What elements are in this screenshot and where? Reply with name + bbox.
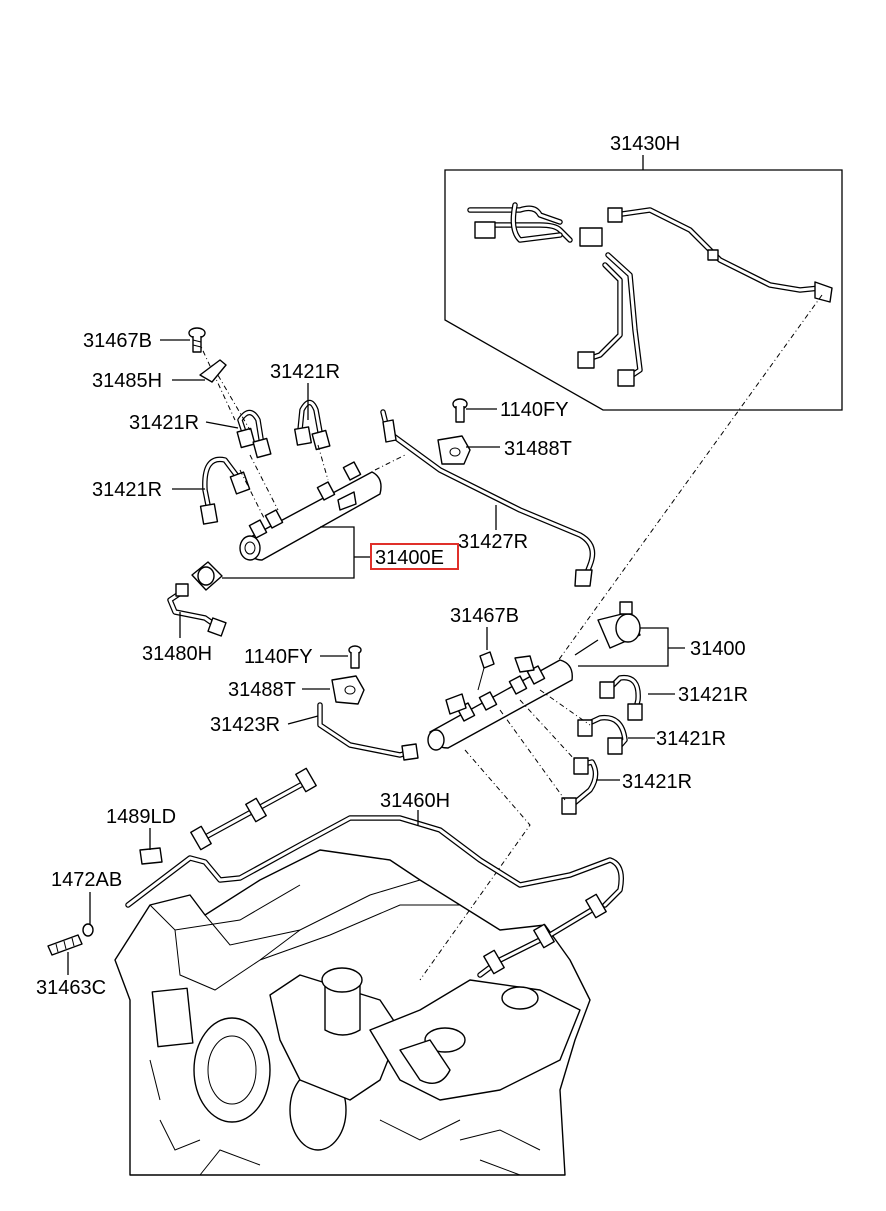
label-31430H: 31430H [610, 133, 680, 155]
injector-pipe-upper-b [236, 409, 272, 459]
label-31463C: 31463C [36, 977, 106, 999]
label-31427R: 31427R [458, 531, 528, 553]
engine-block [114, 849, 591, 1176]
label-31467B-mid: 31467B [450, 605, 519, 627]
clip-31485H [199, 359, 227, 383]
label-1472AB: 1472AB [51, 869, 122, 891]
label-31467B-top: 31467B [83, 330, 152, 352]
label-31488T-top: 31488T [504, 438, 572, 460]
label-31421R-c: 31421R [92, 479, 162, 501]
return-hose-assembly-31430H [444, 155, 843, 411]
label-31423R: 31423R [210, 714, 280, 736]
bolt-31467B-top [188, 327, 206, 353]
injector-pipe-upper-a [199, 456, 251, 525]
injector-pipe-upper-c [294, 399, 331, 451]
bracket-31488T-top [437, 435, 471, 465]
fuel-rail-31400E [239, 461, 382, 561]
fuel-rail-31400 [427, 655, 573, 751]
bracket-31488T-mid [331, 675, 365, 705]
label-31421R-f: 31421R [622, 771, 692, 793]
sensor-harness-31480H [167, 583, 227, 638]
pressure-valve-31400 [574, 601, 641, 656]
fuel-feed-line-31460H [125, 767, 624, 978]
label-31421R-e: 31421R [656, 728, 726, 750]
label-1140FY-mid: 1140FY [244, 646, 313, 668]
highlight-box-31400E [370, 543, 459, 570]
return-tube-31427R [380, 409, 596, 587]
leader-lines [67, 339, 675, 975]
label-31460H: 31460H [380, 790, 450, 812]
injector-pipe-lower-e [577, 714, 628, 755]
bolt-31467B-mid [477, 627, 495, 691]
label-31488T-mid: 31488T [228, 679, 296, 701]
label-1140FY-top: 1140FY [500, 399, 569, 421]
leader-31430H-to-rail [554, 294, 823, 666]
seal-1472AB [82, 923, 94, 937]
injector-pipe-lower-f [561, 757, 599, 815]
label-31400: 31400 [690, 638, 746, 660]
label-31400E: 31400E [375, 547, 444, 569]
feed-tube-31423R [317, 702, 419, 761]
label-31421R-d: 31421R [678, 684, 748, 706]
bolt-1140FY-top [452, 398, 468, 423]
label-31480H: 31480H [142, 643, 212, 665]
label-31485H: 31485H [92, 370, 162, 392]
pressure-sensor-upper [191, 561, 223, 591]
label-31421R-b: 31421R [129, 412, 199, 434]
bolt-1140FY-mid [348, 645, 362, 669]
connector-31463C [47, 934, 83, 956]
label-1489LD: 1489LD [106, 806, 176, 828]
part-labels: 31430H 31467B 31485H 31421R 31421R 31421… [36, 133, 748, 999]
clip-1489LD [139, 847, 163, 865]
label-31421R-a: 31421R [270, 361, 340, 383]
injector-pipe-lower-d [599, 674, 643, 721]
